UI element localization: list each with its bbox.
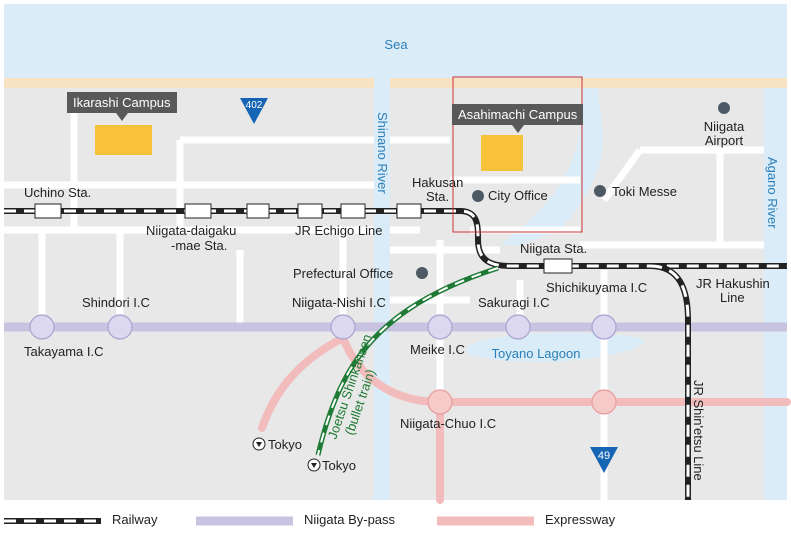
niigata-station-label: Niigata Sta. <box>520 241 587 256</box>
station-marker-b <box>246 203 270 219</box>
agano-river-label: Agano River <box>765 157 780 229</box>
prefectural-office-dot <box>416 267 428 279</box>
niigata-daigaku-label-1: Niigata-daigaku <box>146 223 236 238</box>
jr-echigo-line-label: JR Echigo Line <box>295 223 382 238</box>
meike-ic-label: Meike I.C <box>410 342 465 357</box>
shichikuyama-expressway-marker <box>591 389 617 415</box>
sea-area <box>4 4 787 80</box>
airport-label-1: Niigata <box>704 119 745 134</box>
toki-messe-dot <box>594 185 606 197</box>
tokyo-arrow-2 <box>307 458 321 472</box>
shindori-ic-marker <box>107 314 133 340</box>
shichikuyama-ic-marker <box>591 314 617 340</box>
hakusan-label-1: Hakusan <box>412 175 463 190</box>
land-area <box>4 88 787 500</box>
route-402-shield: 402 <box>240 98 268 124</box>
takayama-ic-label: Takayama I.C <box>24 344 103 359</box>
station-markers <box>34 203 573 274</box>
beach-strip <box>4 78 787 88</box>
city-office-label: City Office <box>488 188 548 203</box>
city-office-dot <box>472 190 484 202</box>
niigata-nishi-ic-marker <box>330 314 356 340</box>
railway-lines <box>4 208 787 500</box>
niigata-station-marker <box>543 258 573 274</box>
asahimachi-campus-block <box>481 135 523 171</box>
hakusan-station-marker <box>396 203 422 219</box>
asahimachi-campus-callout: Asahimachi Campus <box>452 104 584 125</box>
legend-bypass-label: Niigata By-pass <box>304 512 396 527</box>
uchino-station-label: Uchino Sta. <box>24 185 91 200</box>
airport-label-2: Airport <box>705 133 744 148</box>
ikarashi-campus-callout: Ikarashi Campus <box>67 92 177 113</box>
landmark-dots <box>416 102 730 279</box>
airport-dot <box>718 102 730 114</box>
toki-messe-label: Toki Messe <box>612 184 677 199</box>
takayama-ic-marker <box>29 314 55 340</box>
meike-ic-marker <box>427 314 453 340</box>
tokyo-arrow-1 <box>252 437 266 451</box>
tokyo-label-2: Tokyo <box>322 458 356 473</box>
niigata-nishi-ic-label: Niigata-Nishi I.C <box>292 295 386 310</box>
jr-shinetsu-label: JR Shin'etsu Line <box>691 380 706 481</box>
hakusan-label-2: Sta. <box>426 189 449 204</box>
uchino-station-marker <box>34 203 62 219</box>
station-marker-c <box>297 203 323 219</box>
legend-railway-label: Railway <box>112 512 158 527</box>
station-marker-d <box>340 203 366 219</box>
route-49-shield: 49 <box>590 447 618 473</box>
niigata-chuo-ic-marker <box>427 389 453 415</box>
port-channel <box>500 88 603 245</box>
sea-label: Sea <box>384 37 408 52</box>
toyano-lagoon-label: Toyano Lagoon <box>492 346 581 361</box>
shinano-river-label: Shinano River <box>375 112 390 194</box>
niigata-chuo-ic-label: Niigata-Chuo I.C <box>400 416 496 431</box>
shichikuyama-ic-label: Shichikuyama I.C <box>546 280 647 295</box>
sakuragi-ic-marker <box>505 314 531 340</box>
route-49-label: 49 <box>598 450 610 462</box>
legend-expressway-label: Expressway <box>545 512 616 527</box>
niigata-daigaku-label-2: -mae Sta. <box>171 238 227 253</box>
tokyo-label-1: Tokyo <box>268 437 302 452</box>
station-marker-a <box>184 203 212 219</box>
bypass-interchanges <box>29 314 617 340</box>
agano-river <box>764 88 787 500</box>
prefectural-office-label: Prefectural Office <box>293 266 393 281</box>
expressway-interchanges <box>427 389 617 415</box>
asahimachi-highlight-box <box>452 76 583 233</box>
toyano-lagoon-shape <box>466 332 644 362</box>
shindori-ic-label: Shindori I.C <box>82 295 150 310</box>
jr-hakushin-label-2: Line <box>720 290 745 305</box>
route-402-label: 402 <box>246 100 263 111</box>
ikarashi-campus-block <box>95 125 152 155</box>
jr-hakushin-label-1: JR Hakushin <box>696 276 770 291</box>
sakuragi-ic-label: Sakuragi I.C <box>478 295 550 310</box>
